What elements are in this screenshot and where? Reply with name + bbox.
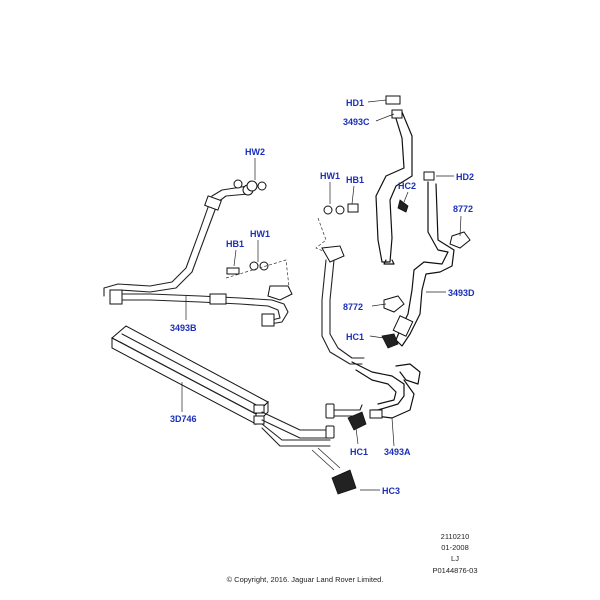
hc1-bottom-clip xyxy=(347,411,367,431)
callout-labels: HD1 3493C HW2 HW1 HB1 HC2 HD2 8772 HB1 H… xyxy=(170,98,475,496)
hc3-bracket xyxy=(311,447,357,495)
hw2-fittings xyxy=(233,179,267,192)
callout-hc1-bottom: HC1 xyxy=(350,447,368,457)
hw1-hb1-left-fittings xyxy=(225,259,293,301)
callout-3d746: 3D746 xyxy=(170,414,197,424)
drawing-initials: LJ xyxy=(451,554,459,563)
callout-3493c: 3493C xyxy=(343,117,370,127)
hose-3493d xyxy=(392,171,455,347)
callout-hb1-top: HB1 xyxy=(346,175,364,185)
drawing-reference: P0144876-03 xyxy=(432,566,478,575)
callout-3493a: 3493A xyxy=(384,447,411,457)
callout-8772-mid: 8772 xyxy=(343,302,363,312)
hw1-hb1-top-fittings xyxy=(315,203,359,255)
callout-hb1-left: HB1 xyxy=(226,239,244,249)
cooler-3d746 xyxy=(111,325,269,426)
callout-8772-right: 8772 xyxy=(453,204,473,214)
callout-3493b: 3493B xyxy=(170,323,197,333)
center-feed-pipe xyxy=(321,245,365,365)
drawing-date: 01-2008 xyxy=(441,543,469,552)
clip-8772-mid xyxy=(383,295,405,313)
callout-hd1: HD1 xyxy=(346,98,364,108)
drawing-code: 2110210 xyxy=(440,532,470,541)
copyright-notice: © Copyright, 2016. Jaguar Land Rover Lim… xyxy=(226,575,384,584)
hc2-clip xyxy=(397,199,409,213)
callout-hc3: HC3 xyxy=(382,486,400,496)
hose-3493a xyxy=(351,361,421,419)
pipe-3493b xyxy=(103,184,289,327)
callout-3493d: 3493D xyxy=(448,288,475,298)
callout-hw1-top: HW1 xyxy=(320,171,340,181)
hose-3493c xyxy=(375,95,413,265)
callout-hc1-mid: HC1 xyxy=(346,332,364,342)
clip-8772-right xyxy=(449,231,471,249)
hc1-mid-clip xyxy=(381,333,399,349)
leader-lines xyxy=(181,99,462,491)
callout-hc2: HC2 xyxy=(398,181,416,191)
callout-hw2: HW2 xyxy=(245,147,265,157)
callout-hw1-left: HW1 xyxy=(250,229,270,239)
cooler-return-lines xyxy=(261,403,363,447)
callout-hd2: HD2 xyxy=(456,172,474,182)
